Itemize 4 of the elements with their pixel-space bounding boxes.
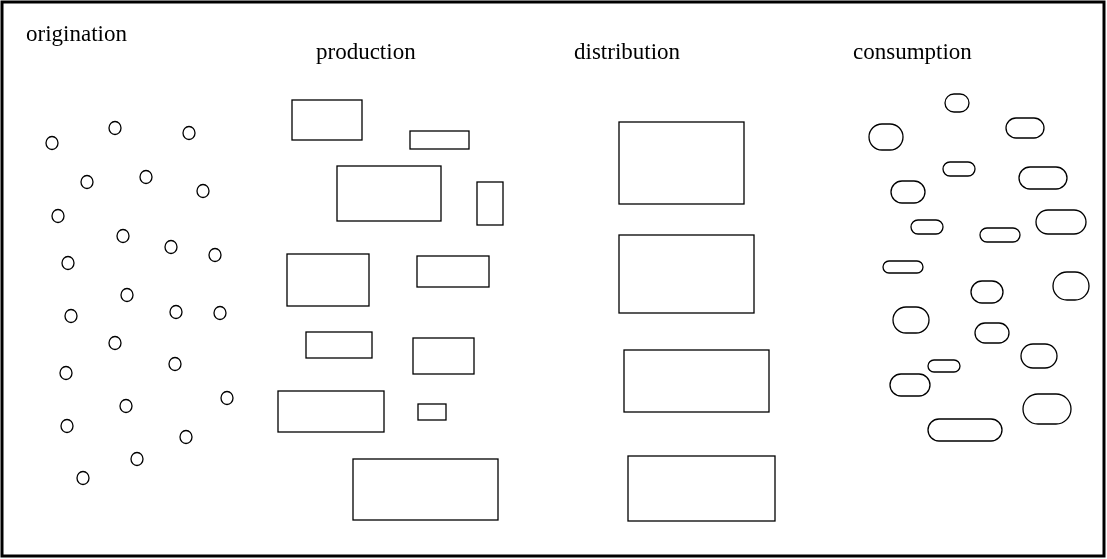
column-heading: production: [316, 40, 416, 63]
column-heading: origination: [26, 22, 127, 45]
column-heading: consumption: [853, 40, 972, 63]
column-heading: distribution: [574, 40, 681, 63]
